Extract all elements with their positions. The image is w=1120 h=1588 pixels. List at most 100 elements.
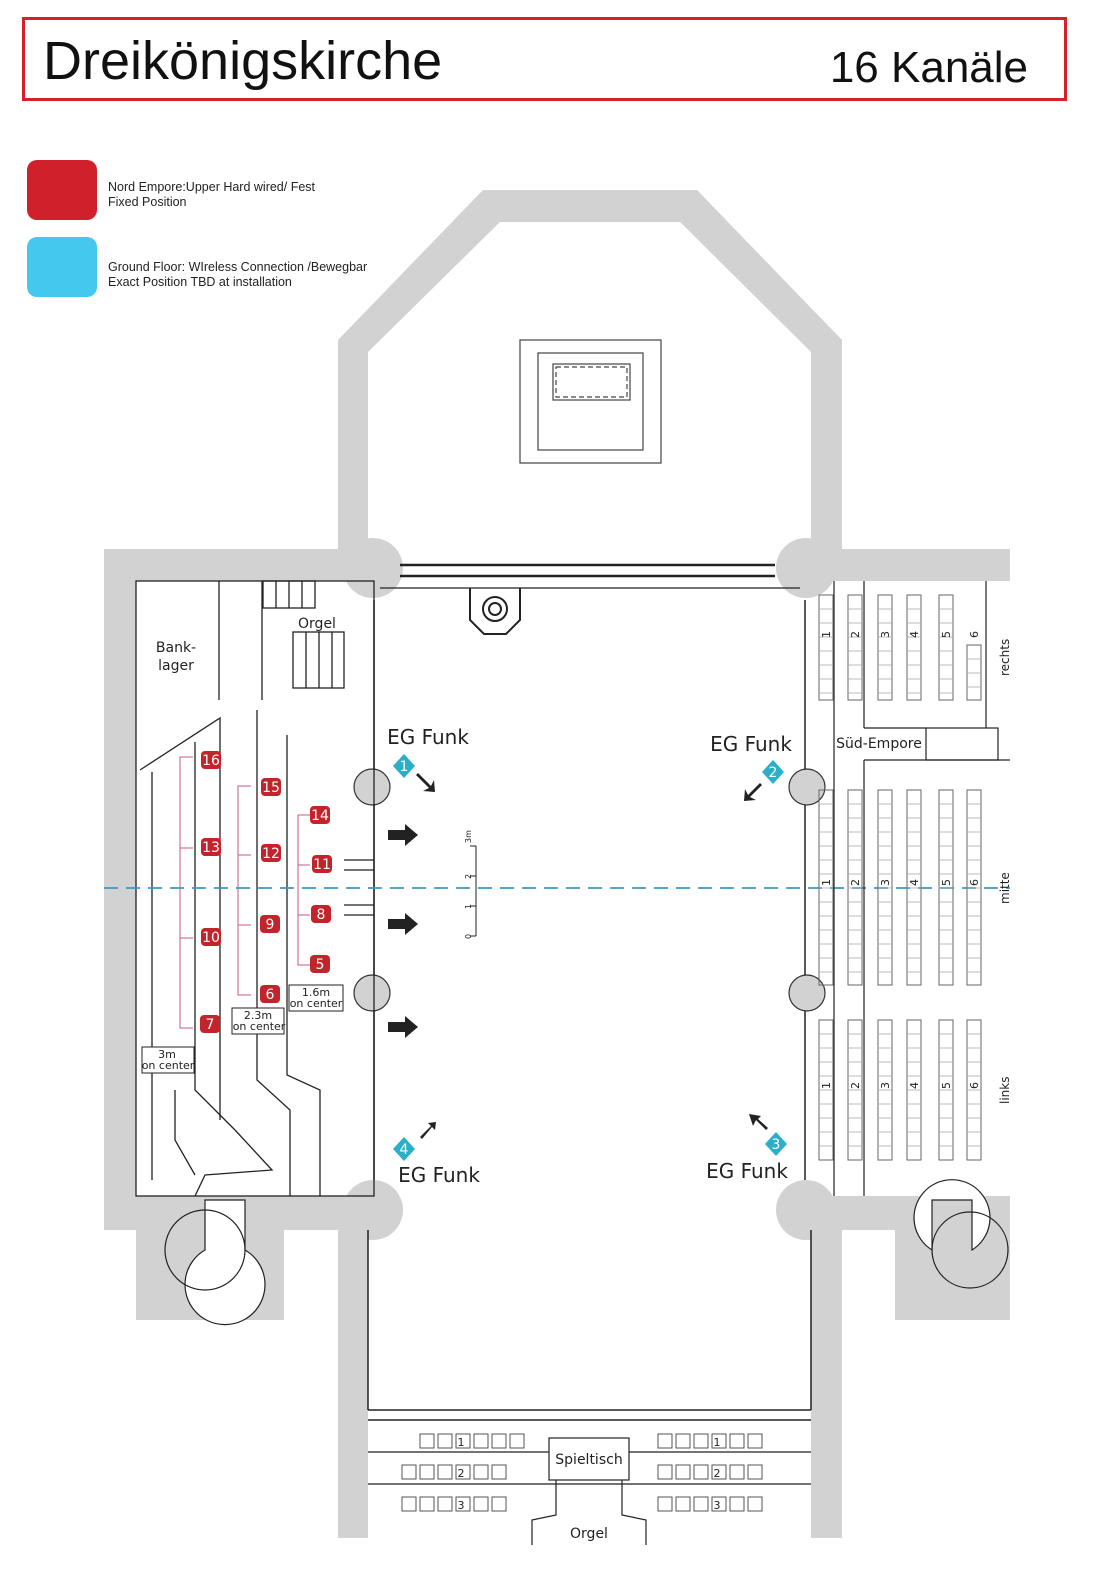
mic-brackets (179, 756, 310, 1029)
wired-mic-13: 13 (201, 838, 221, 856)
links-label: links (998, 1077, 1012, 1104)
west-pew-row-1: 1 (419, 1433, 525, 1449)
wired-mic-number: 5 (316, 957, 325, 973)
legend-wireless-line2: Exact Position TBD at installation (108, 275, 292, 289)
east-pew-column-5: 5 (938, 789, 954, 986)
chancel-steps (380, 563, 800, 589)
pew-number: 2 (849, 879, 862, 886)
wired-mic-number: 9 (266, 917, 275, 933)
spiral-stair-left (164, 1199, 266, 1326)
pew-number: 1 (820, 631, 833, 638)
east-pew-column-3: 3 (877, 1019, 893, 1161)
nave-outline (367, 600, 812, 1421)
east-pew-column-5: 5 (938, 1019, 954, 1161)
walls (104, 190, 1010, 1538)
dist-23-sub: on center (233, 1020, 286, 1033)
pew-number: 1 (458, 1436, 465, 1449)
east-pew-column-2: 2 (847, 1019, 863, 1161)
wired-mic-number: 13 (202, 840, 220, 856)
wired-mic-group: 16 15 14 13 12 11 10 9 8 7 6 5 (200, 751, 332, 1033)
pew-number: 2 (458, 1467, 465, 1480)
east-pew-column-4: 4 (906, 1019, 922, 1161)
wired-mic-number: 8 (317, 907, 326, 923)
dist-3m-label: 3m (158, 1048, 176, 1061)
sued-empore-label: Süd-Empore (836, 736, 922, 752)
spiral-stair-right (913, 1179, 1009, 1289)
wired-mic-number: 11 (313, 857, 331, 873)
wired-mic-14: 14 (310, 806, 330, 824)
scale-bar (470, 845, 477, 937)
pew-number: 4 (908, 1082, 921, 1089)
dist-box-16 (288, 984, 344, 1012)
dist-16-sub: on center (290, 997, 343, 1010)
nave-pillars (353, 768, 826, 1012)
wireless-mic-4: 4 EG Funk (393, 1137, 480, 1187)
legend-swatch-hardwired (27, 160, 97, 220)
legend-hardwired-text: Nord Empore:Upper Hard wired/ Fest Fixed… (108, 180, 315, 210)
pew-number: 6 (968, 879, 981, 886)
pulpit (469, 588, 521, 635)
wired-mic-15: 15 (261, 778, 281, 796)
west-gallery (368, 1437, 811, 1545)
eg-funk-label: EG Funk (706, 1159, 788, 1183)
wired-mic-6: 6 (260, 985, 280, 1003)
pew-number: 6 (968, 1082, 981, 1089)
bank-label-1: Bank- (156, 640, 196, 656)
channel-count: 16 Kanäle (829, 43, 1028, 92)
dist-box-23 (231, 1007, 285, 1035)
west-pew-group: 1 1 2 2 3 3 (401, 1433, 763, 1512)
legend-swatch-wireless (27, 237, 97, 297)
pew-number: 3 (458, 1499, 465, 1512)
east-pew-column-6: 6 (966, 789, 982, 986)
east-pew-column-3: 3 (877, 789, 893, 986)
scale-3m: 3m (464, 830, 473, 843)
wireless-mic-number: 2 (769, 765, 778, 781)
rechts-label: rechts (998, 639, 1012, 676)
wired-mic-11: 11 (312, 855, 332, 873)
south-gallery (833, 581, 1010, 1196)
pew-number: 2 (714, 1467, 721, 1480)
west-pew-row-2: 2 (401, 1464, 507, 1480)
west-pew-row-1: 1 (657, 1433, 763, 1449)
eg-funk-label: EG Funk (398, 1163, 480, 1187)
east-pew-column-6: 6 (966, 631, 982, 701)
legend-wireless-text: Ground Floor: WIreless Connection /Beweg… (108, 260, 367, 290)
scale-2: 2 (464, 874, 473, 879)
wired-mic-number: 16 (202, 753, 220, 769)
scale-0: 0 (464, 934, 473, 939)
bank-label-2: lager (158, 658, 194, 674)
wired-mic-number: 14 (311, 808, 329, 824)
dist-box-3m (141, 1046, 195, 1074)
pew-number: 3 (879, 879, 892, 886)
east-pew-column-1: 1 (818, 594, 834, 701)
wireless-mic-2: 2 EG Funk (710, 732, 792, 784)
east-pew-column-2: 2 (847, 594, 863, 701)
pew-number: 2 (849, 1082, 862, 1089)
pew-number: 6 (968, 631, 981, 638)
east-pew-column-5: 5 (938, 594, 954, 701)
wired-mic-number: 10 (202, 930, 220, 946)
wired-mic-5: 5 (310, 955, 330, 973)
eg-funk-label: EG Funk (387, 725, 469, 749)
eg-funk-label: EG Funk (710, 732, 792, 756)
pew-number: 5 (940, 879, 953, 886)
wired-mic-8: 8 (311, 905, 331, 923)
wired-mic-16: 16 (201, 751, 221, 769)
wired-mic-number: 12 (262, 846, 280, 862)
orgel-top-label: Orgel (298, 616, 336, 632)
legend-wireless-line1: Ground Floor: WIreless Connection /Beweg… (108, 260, 368, 274)
pew-number: 4 (908, 631, 921, 638)
east-pew-column-2: 2 (847, 789, 863, 986)
pew-number: 1 (820, 879, 833, 886)
pew-number: 1 (714, 1436, 721, 1449)
east-pew-column-4: 4 (906, 594, 922, 701)
wired-mic-7: 7 (200, 1015, 220, 1033)
pew-number: 2 (849, 631, 862, 638)
east-pew-column-3: 3 (877, 594, 893, 701)
wireless-mic-number: 4 (400, 1142, 409, 1158)
west-pew-row-3: 3 (657, 1496, 763, 1512)
east-pew-column-1: 1 (818, 1019, 834, 1161)
